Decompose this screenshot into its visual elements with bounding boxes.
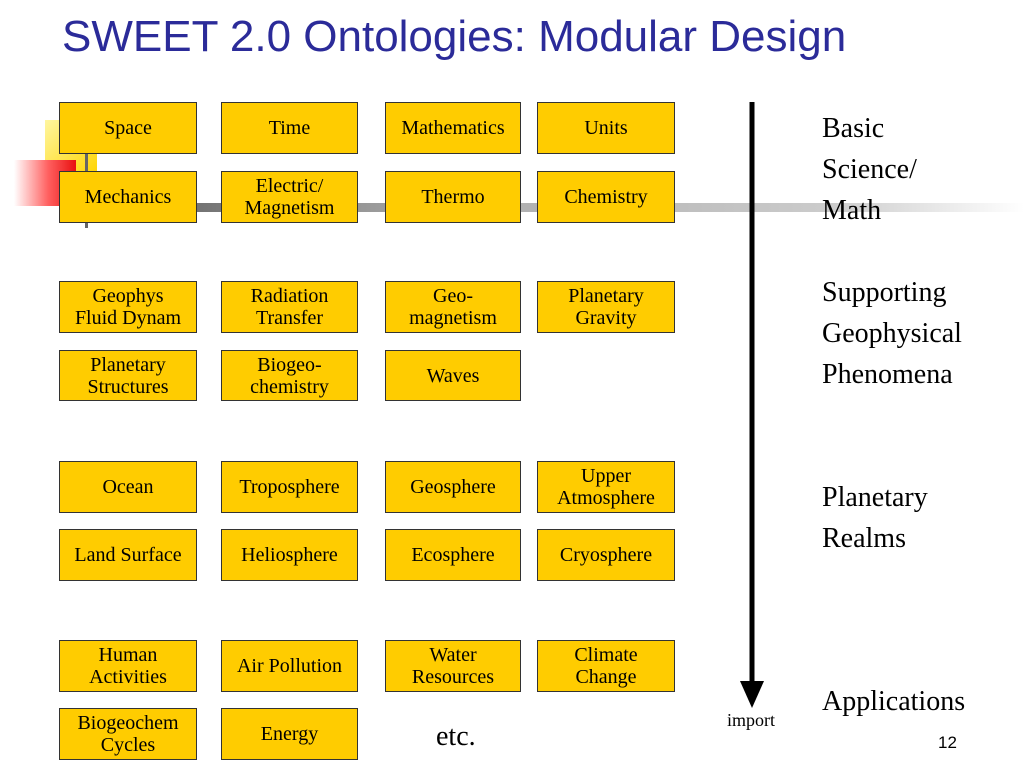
- box-geophys-fluid-dynam: Geophys Fluid Dynam: [59, 281, 197, 333]
- box-planetary-structures: Planetary Structures: [59, 350, 197, 401]
- page-number: 12: [938, 733, 957, 752]
- category-applications: Applications: [822, 686, 966, 717]
- box-water-resources: Water Resources: [385, 640, 521, 692]
- box-land-surface: Land Surface: [59, 529, 197, 581]
- box-chemistry: Chemistry: [537, 171, 675, 223]
- category-basic-science-math: Basic Science/ Math: [822, 113, 917, 226]
- box-biogeochemistry: Biogeo- chemistry: [221, 350, 358, 401]
- box-biogeochem-cycles: Biogeochem Cycles: [59, 708, 197, 760]
- box-upper-atmosphere: Upper Atmosphere: [537, 461, 675, 513]
- box-units: Units: [537, 102, 675, 154]
- category-supporting-geophysical-phenomena: Supporting Geophysical Phenomena: [822, 277, 962, 390]
- etc-label: etc.: [436, 721, 476, 752]
- box-cryosphere: Cryosphere: [537, 529, 675, 581]
- box-mathematics: Mathematics: [385, 102, 521, 154]
- category-planetary-realms: Planetary Realms: [822, 482, 928, 554]
- box-planetary-gravity: Planetary Gravity: [537, 281, 675, 333]
- box-climate-change: Climate Change: [537, 640, 675, 692]
- box-ocean: Ocean: [59, 461, 197, 513]
- box-electric-magnetism: Electric/ Magnetism: [221, 171, 358, 223]
- box-space: Space: [59, 102, 197, 154]
- box-time: Time: [221, 102, 358, 154]
- box-troposphere: Troposphere: [221, 461, 358, 513]
- box-energy: Energy: [221, 708, 358, 760]
- box-ecosphere: Ecosphere: [385, 529, 521, 581]
- box-human-activities: Human Activities: [59, 640, 197, 692]
- import-arrow: [740, 102, 764, 708]
- box-geomagnetism: Geo- magnetism: [385, 281, 521, 333]
- box-heliosphere: Heliosphere: [221, 529, 358, 581]
- box-air-pollution: Air Pollution: [221, 640, 358, 692]
- box-mechanics: Mechanics: [59, 171, 197, 223]
- box-geosphere: Geosphere: [385, 461, 521, 513]
- import-label: import: [727, 710, 775, 730]
- box-waves: Waves: [385, 350, 521, 401]
- box-thermo: Thermo: [385, 171, 521, 223]
- box-radiation-transfer: Radiation Transfer: [221, 281, 358, 333]
- slide-title: SWEET 2.0 Ontologies: Modular Design: [62, 12, 847, 61]
